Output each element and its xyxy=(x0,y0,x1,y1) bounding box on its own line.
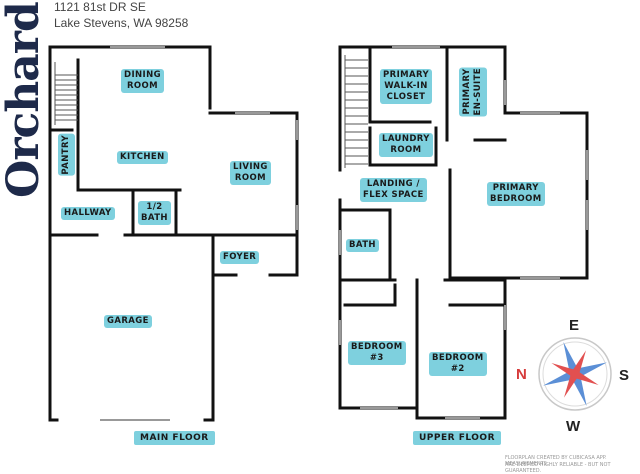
room-label-garage: GARAGE xyxy=(104,315,152,328)
room-label-kitchen: KITCHEN xyxy=(117,151,168,164)
room-label-foyer: FOYER xyxy=(220,251,260,264)
compass-south: S xyxy=(619,367,630,384)
room-label-dining: DINING ROOM xyxy=(121,69,164,93)
room-label-bath: BATH xyxy=(346,239,379,252)
room-label-living: LIVING ROOM xyxy=(230,161,271,185)
upper-floor-label: UPPER FLOOR xyxy=(413,431,502,445)
upper-floor-walls xyxy=(338,45,589,420)
room-label-laundry: LAUNDRY ROOM xyxy=(379,133,433,157)
room-label-ensuite: PRIMARY EN-SUITE xyxy=(459,67,487,117)
room-label-pantry: PANTRY xyxy=(58,134,75,176)
room-label-bedroom-3: BEDROOM #3 xyxy=(348,341,406,365)
room-label-primary-bedroom: PRIMARY BEDROOM xyxy=(487,182,545,206)
watermark-line-1: FLOORPLAN CREATED BY CUBICASA APP. MEASU… xyxy=(505,455,607,467)
compass-east: E xyxy=(569,317,580,334)
address-line-2: Lake Stevens, WA 98258 xyxy=(54,16,189,30)
room-label-half-bath: 1/2 BATH xyxy=(138,201,171,225)
main-floor-label: MAIN FLOOR xyxy=(134,431,215,445)
compass-west: W xyxy=(566,418,581,435)
main-windows xyxy=(100,46,298,421)
compass-north: N xyxy=(516,366,527,383)
main-stairs xyxy=(54,62,78,125)
main-floor-walls xyxy=(48,45,299,422)
room-label-hallway: HALLWAY xyxy=(61,207,115,220)
address-line-1: 1121 81st DR SE xyxy=(54,0,146,14)
watermark-line-2: ARE DEEMED HIGHLY RELIABLE - BUT NOT GUA… xyxy=(505,462,611,474)
brand-title: Orchard xyxy=(0,2,49,198)
upper-windows xyxy=(339,46,588,419)
room-label-bedroom-2: BEDROOM #2 xyxy=(429,352,487,376)
upper-stairs xyxy=(344,55,368,168)
room-label-landing: LANDING / FLEX SPACE xyxy=(360,178,427,202)
room-label-walkin-closet: PRIMARY WALK-IN CLOSET xyxy=(380,69,433,104)
compass-rose-icon xyxy=(538,337,612,411)
